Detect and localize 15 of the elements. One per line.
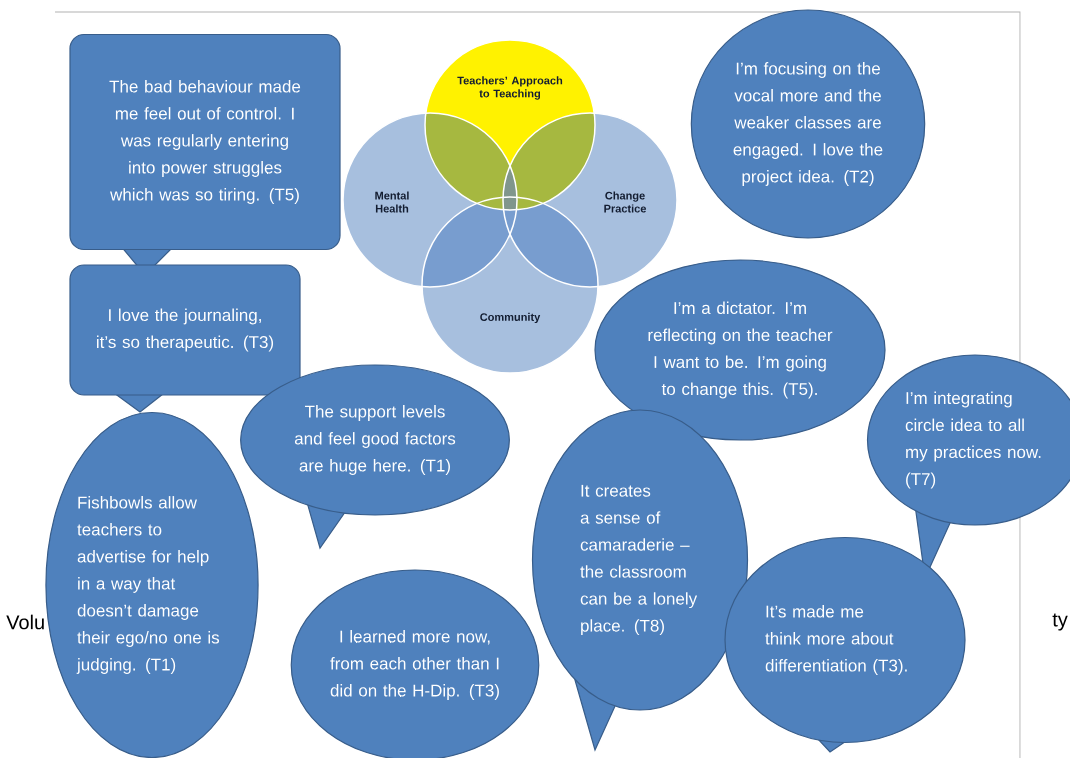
circle-label: Teachers’ Approach to Teaching: [457, 76, 563, 100]
circle-label: Community: [480, 312, 541, 324]
page-text-fragment: ty: [1052, 613, 1068, 631]
speech-bubble: It’s made me think more about differentiation (T3).: [724, 536, 966, 753]
circle-label: Change Practice: [604, 191, 647, 213]
circle-label: Mental Health: [375, 191, 409, 213]
speech-bubble: I learned more now, from each other than I did on the H-Dip. (T3): [290, 569, 540, 758]
speech-bubble: I’m integrating circle idea to all my practices now. (T7): [866, 354, 1070, 581]
speech-bubble: The support levels and feel good factors are huge here. (T1): [240, 364, 510, 550]
speech-bubble: It creates a sense of camaraderie – the classroom can be a lonely place. (T8): [531, 409, 749, 752]
speech-bubble: Fishbowls allow teachers to advertise for help in a way that doesn’t damage their ego/no one is judging. (T1): [45, 411, 259, 758]
speech-bubble: The bad behaviour made me feel out of control. I was regularly entering into power struggles which was so tiring. (T5): [69, 33, 341, 276]
speech-bubble: I’m a dictator. I’m reflecting on the teacher I want to be. I’m going to change this. (T5).: [594, 259, 886, 441]
speech-bubble: I’m focusing on the vocal more and the weaker classes are engaged. I love the project idea. (T2): [690, 9, 926, 239]
speech-bubble: I love the journaling, it’s so therapeutic. (T3): [69, 264, 301, 413]
